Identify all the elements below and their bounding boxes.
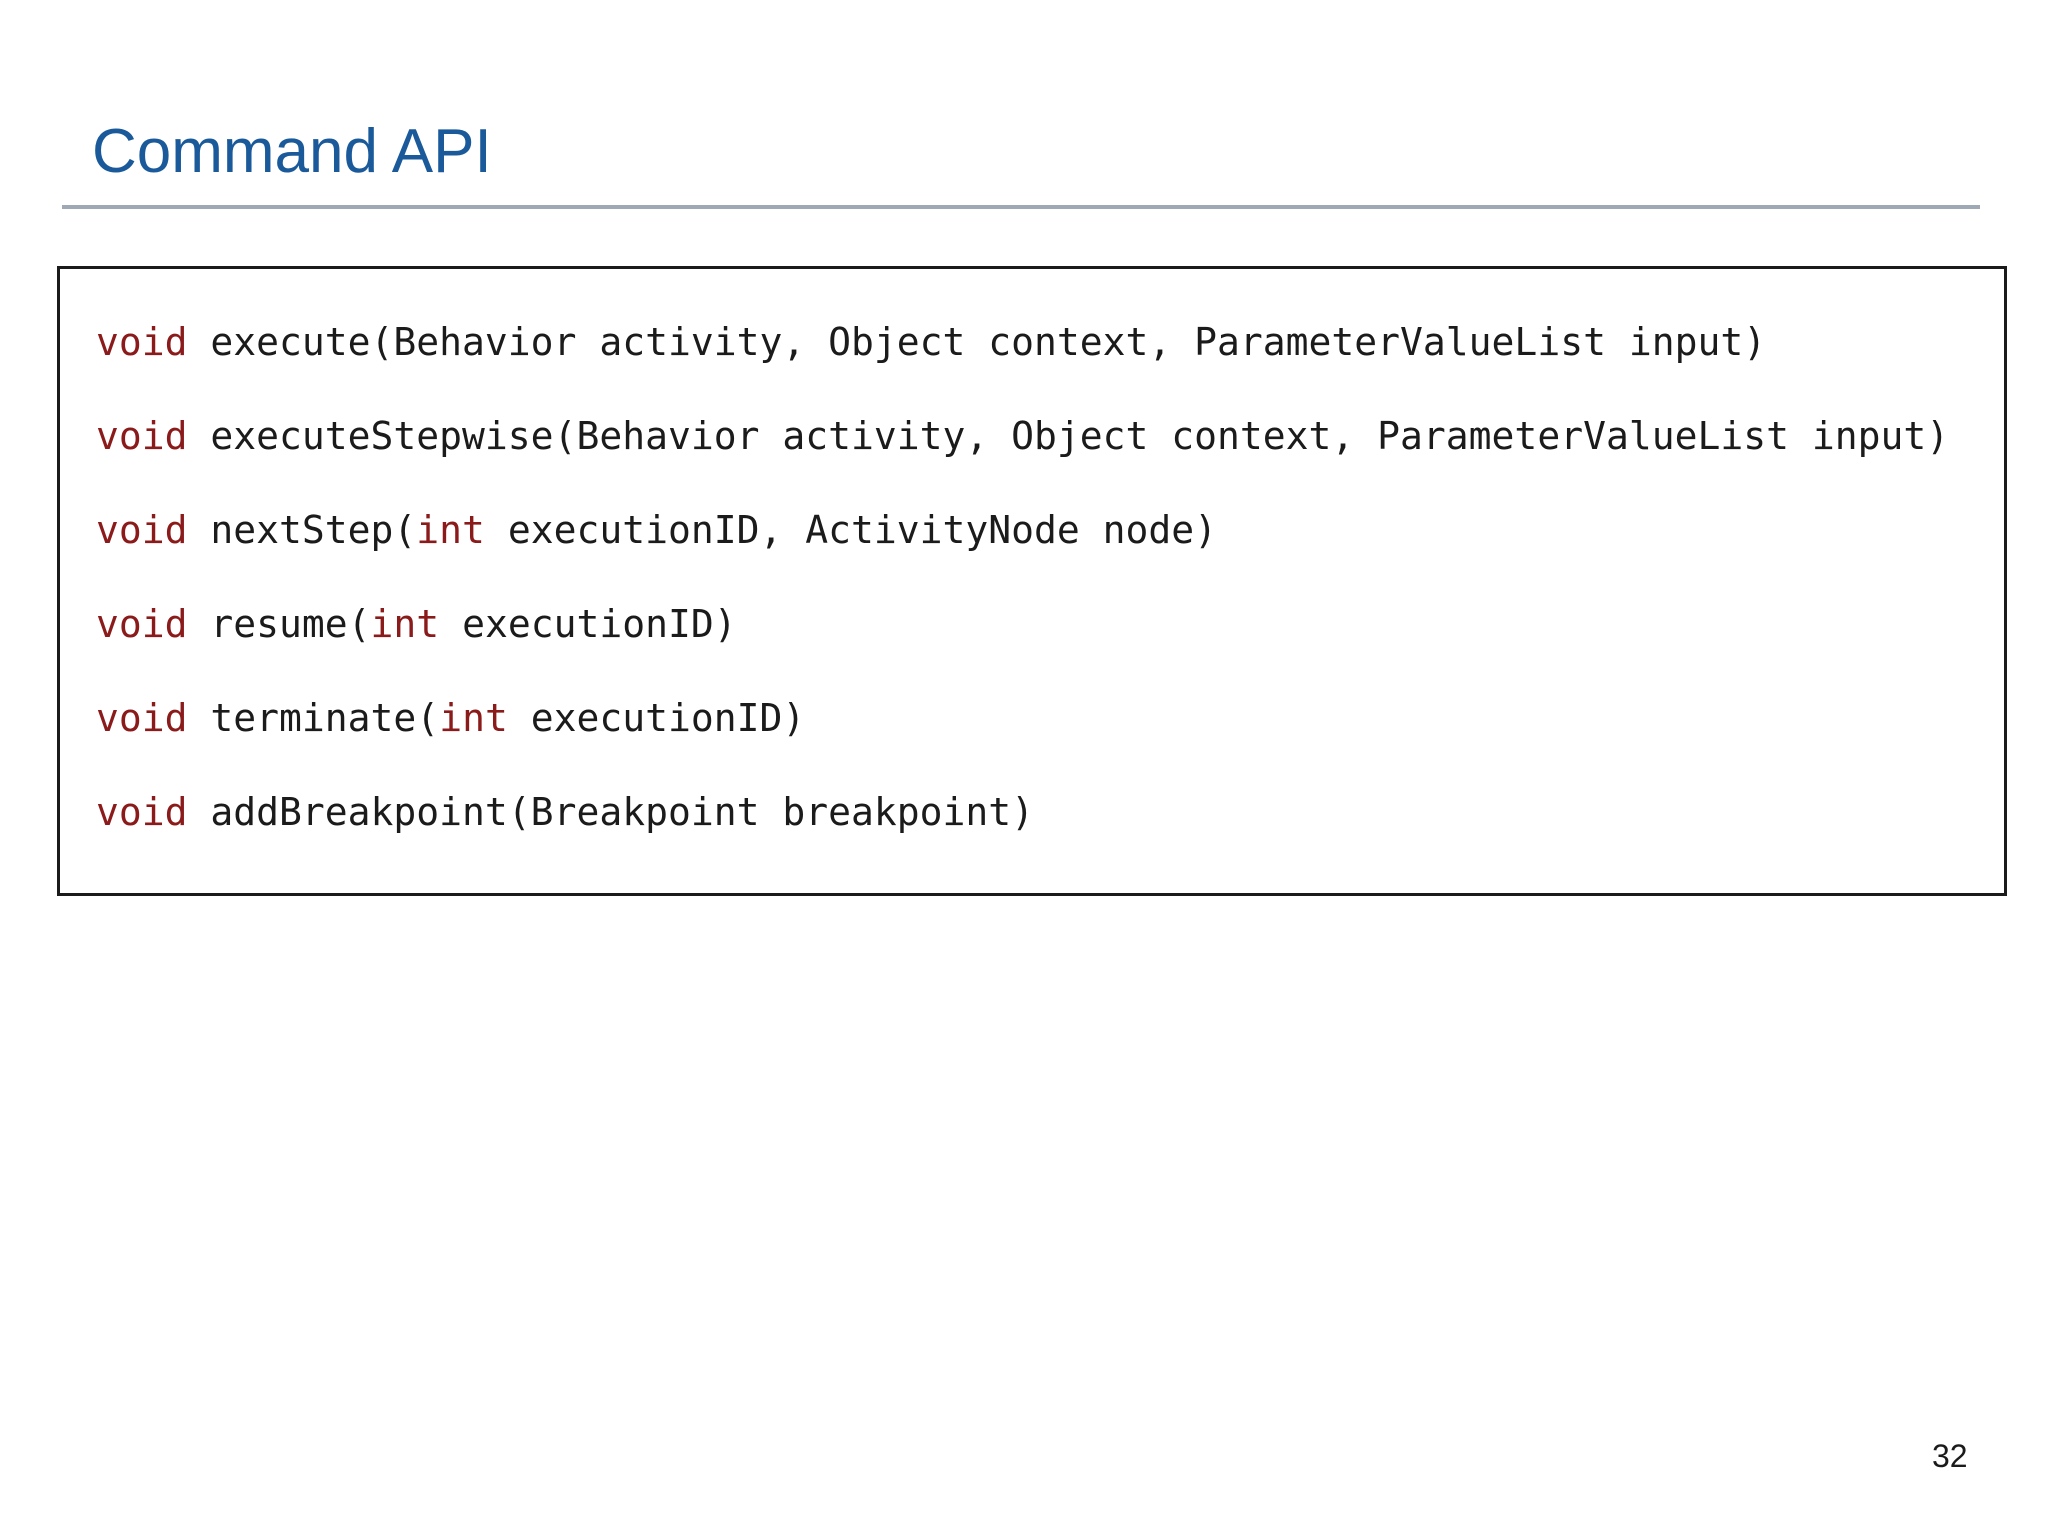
code-line-1: void executeStepwise(Behavior activity, …	[96, 389, 1994, 483]
code-keyword: int	[370, 602, 440, 646]
code-line-3: void resume(int executionID)	[96, 577, 1994, 671]
code-keyword: void	[96, 414, 188, 458]
code-line-2: void nextStep(int executionID, ActivityN…	[96, 483, 1994, 577]
code-keyword: void	[96, 602, 188, 646]
code-text: nextStep(	[187, 508, 417, 552]
code-keyword: void	[96, 320, 188, 364]
code-text: executionID)	[507, 696, 806, 740]
code-text: terminate(	[187, 696, 440, 740]
code-text: executionID, ActivityNode node)	[484, 508, 1218, 552]
code-text: execute(Behavior activity, Object contex…	[187, 320, 1767, 364]
code-keyword: void	[96, 790, 188, 834]
code-line-0: void execute(Behavior activity, Object c…	[96, 295, 1994, 389]
title-underline	[62, 205, 1980, 209]
code-keyword: int	[416, 508, 485, 552]
code-text: addBreakpoint(Breakpoint breakpoint)	[187, 790, 1034, 834]
code-text: executeStepwise(Behavior activity, Objec…	[187, 414, 1950, 458]
page-number: 32	[1932, 1438, 1968, 1474]
command-api-code-box: void execute(Behavior activity, Object c…	[57, 266, 2007, 896]
code-line-5: void addBreakpoint(Breakpoint breakpoint…	[96, 765, 1994, 859]
code-keyword: void	[96, 508, 188, 552]
code-text: executionID)	[439, 602, 737, 646]
code-line-4: void terminate(int executionID)	[96, 671, 1994, 765]
code-text: resume(	[187, 602, 371, 646]
code-keyword: void	[96, 696, 188, 740]
page-title: Command API	[92, 117, 492, 186]
code-keyword: int	[439, 696, 508, 740]
